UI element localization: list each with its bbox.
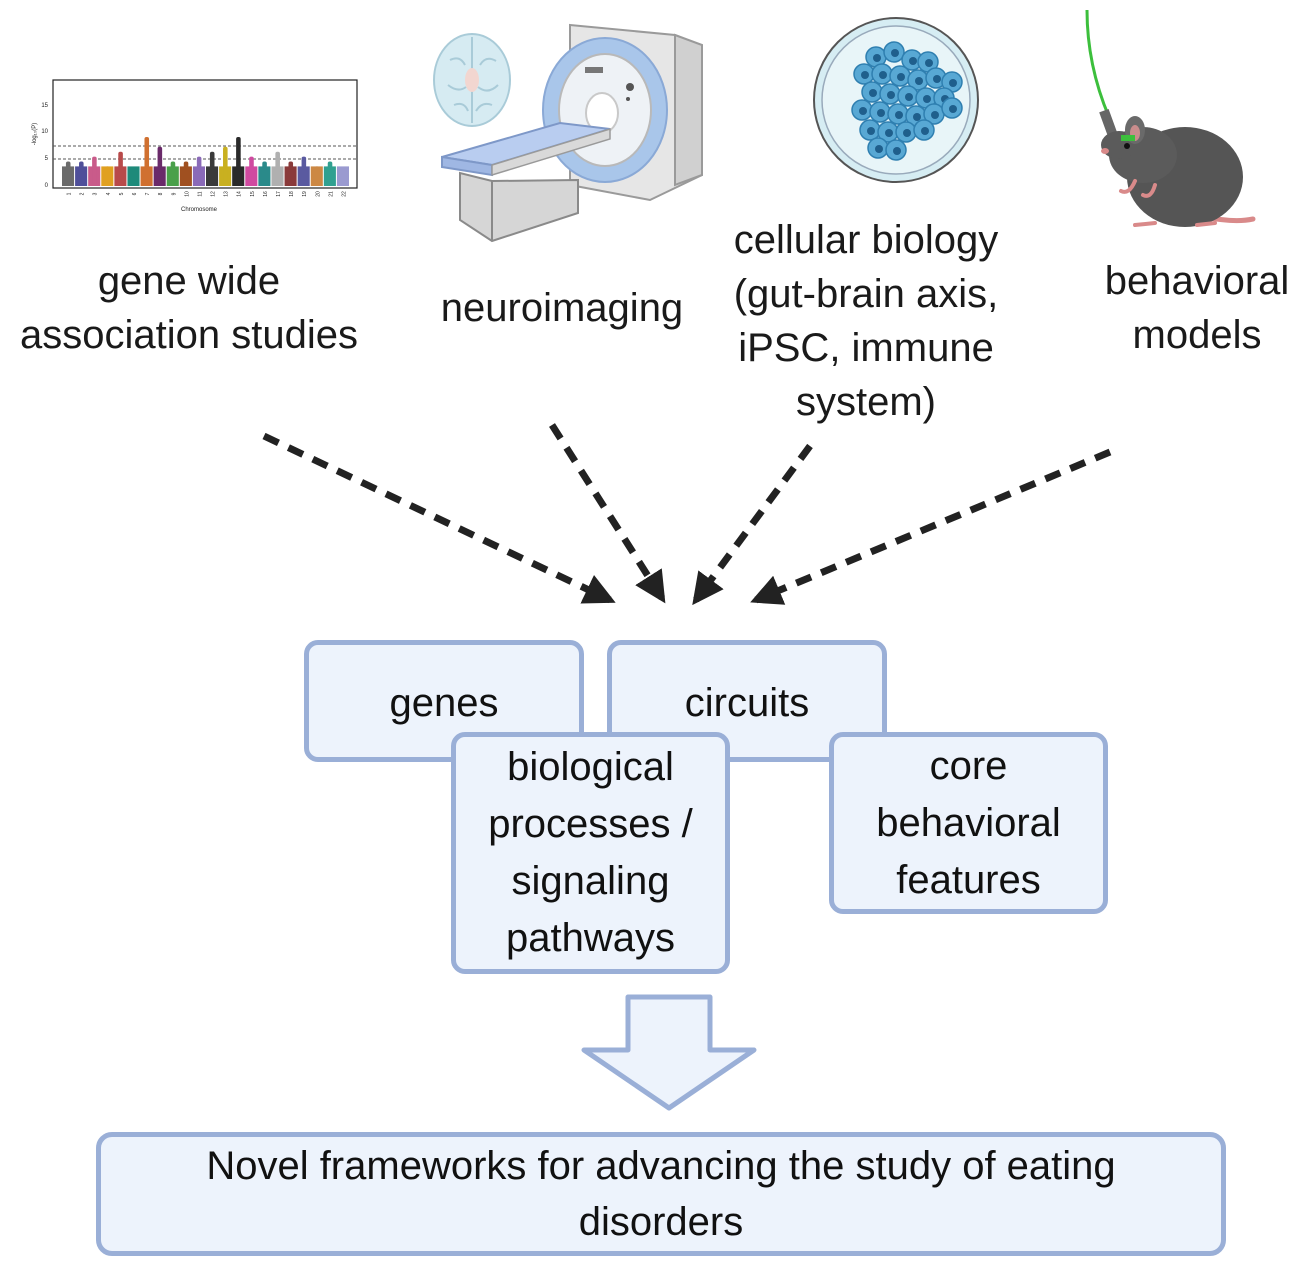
mri-scanner-icon [433, 23, 704, 243]
cell-nucleus [885, 129, 893, 137]
arrow-gwas [262, 432, 616, 604]
cellular-biology-label: cellular biology (gut-brain axis, iPSC, … [733, 218, 999, 424]
manhattan-xtick: 15 [250, 191, 256, 197]
manhattan-peak [131, 171, 136, 186]
manhattan-xtick: 17 [276, 191, 282, 197]
outcome-box: Novel frameworks for advancing the study… [96, 1132, 1226, 1256]
cell-nucleus [923, 95, 931, 103]
gwas-label: gene wide association studies [20, 259, 358, 357]
petri-dish-cells-icon [813, 17, 979, 183]
manhattan-xtick: 22 [341, 191, 347, 197]
manhattan-peak [209, 151, 215, 186]
cell-nucleus [873, 54, 881, 62]
ytick-0: 0 [45, 183, 49, 189]
cell-nucleus [895, 111, 903, 119]
manhattan-xtick: 12 [211, 191, 217, 197]
manhattan-xtick: 16 [263, 191, 269, 197]
manhattan-xtick: 6 [132, 192, 138, 195]
manhattan-xtick: 18 [289, 191, 295, 197]
cell-nucleus [893, 147, 901, 155]
manhattan-peak [92, 156, 97, 186]
manhattan-peak [183, 161, 189, 186]
manhattan-xtick: 5 [119, 192, 125, 195]
manhattan-peak [196, 156, 202, 186]
behavioral-models-label: behavioral models [1104, 259, 1290, 357]
manhattan-xtick: 19 [302, 191, 308, 197]
cell-nucleus [891, 49, 899, 57]
manhattan-peak [157, 146, 163, 186]
biological-processes-box: biological processes / signaling pathway… [451, 732, 730, 974]
core-behavioral-features-box: core behavioral features [829, 732, 1108, 914]
cell-nucleus [861, 71, 869, 79]
manhattan-xtick: 1 [67, 192, 73, 195]
cell-nucleus [909, 57, 917, 65]
manhattan-xtick: 4 [106, 192, 112, 195]
genes-label: genes [389, 681, 499, 725]
manhattan-xtick: 14 [237, 191, 243, 197]
manhattan-peak [118, 151, 123, 186]
manhattan-peak [314, 166, 320, 186]
cell-nucleus [915, 77, 923, 85]
manhattan-peak [79, 161, 84, 186]
manhattan-xtick: 2 [80, 192, 86, 195]
ytick-15: 15 [41, 103, 48, 109]
cell-nucleus [925, 59, 933, 67]
cell-nucleus [933, 75, 941, 83]
manhattan-xtick: 20 [315, 191, 321, 197]
manhattan-peak [262, 161, 267, 186]
cell-nucleus [931, 111, 939, 119]
biological-processes-label: biological processes / signaling pathway… [488, 745, 693, 960]
manhattan-peak [223, 146, 228, 186]
manhattan-peak [170, 161, 176, 186]
cell-nucleus [859, 107, 867, 115]
core-behavioral-features-label: core behavioral features [876, 743, 1061, 902]
manhattan-xtick: 10 [184, 191, 190, 197]
cell-nucleus [869, 89, 877, 97]
cell-nucleus [949, 79, 957, 87]
arrow-cellular [692, 443, 813, 606]
manhattan-peak [249, 156, 254, 186]
mouse-optogenetics-icon [1085, 9, 1256, 227]
manhattan-xtick: 21 [328, 191, 334, 197]
arrow-behavioral [750, 448, 1112, 605]
cell-nucleus [905, 93, 913, 101]
cell-nucleus [887, 91, 895, 99]
cell-nucleus [877, 109, 885, 117]
ytick-5: 5 [45, 156, 49, 162]
cell-nucleus [949, 105, 957, 113]
manhattan-peak [327, 161, 333, 186]
manhattan-peak [236, 137, 241, 186]
manhattan-peak [288, 161, 294, 186]
cell-nucleus [875, 145, 883, 153]
cell-nucleus [879, 71, 887, 79]
cell-nucleus [921, 127, 929, 135]
manhattan-peak [340, 171, 346, 186]
ytick-10: 10 [41, 129, 48, 135]
manhattan-peak [65, 161, 71, 186]
manhattan-peak [105, 166, 110, 186]
manhattan-xtick: 13 [224, 191, 230, 197]
manhattan-xtick: 9 [171, 192, 177, 195]
cell-nucleus [897, 73, 905, 81]
neuroimaging-label: neuroimaging [440, 286, 684, 330]
cell-nucleus [903, 129, 911, 137]
manhattan-xtick: 8 [158, 192, 164, 195]
manhattan-ylabel: -log₁₀(P) [32, 123, 38, 146]
brain-icon [433, 33, 511, 127]
cell-nucleus [867, 127, 875, 135]
manhattan-xlabel: Chromosome [181, 207, 218, 213]
manhattan-xtick: 7 [145, 192, 151, 195]
circuits-label: circuits [684, 681, 810, 725]
arrow-neuroimaging [549, 423, 666, 604]
cell-nucleus [913, 113, 921, 121]
manhattan-peak [275, 151, 280, 186]
manhattan-peak [301, 156, 307, 186]
manhattan-xtick: 11 [197, 191, 203, 196]
manhattan-peak [144, 137, 150, 186]
manhattan-xtick: 3 [93, 192, 99, 195]
outcome-label: Novel frameworks for advancing the study… [206, 1144, 1116, 1244]
